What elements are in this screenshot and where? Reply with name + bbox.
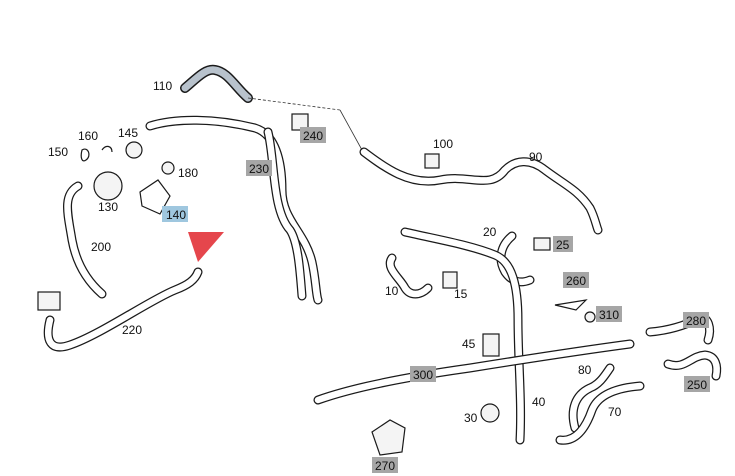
bracket-140[interactable] [139,179,171,215]
seal-ring-145[interactable] [125,141,143,159]
callout-box-250 [684,376,710,392]
label-80: 80 [578,363,592,377]
label-145: 145 [118,126,138,140]
cap-180[interactable] [161,161,175,175]
callout-box-300 [410,366,436,382]
clamp-150[interactable] [80,148,90,162]
callout-box-25 [553,236,573,252]
label-250: 250 [687,378,707,392]
label-110: 110 [153,79,172,93]
label-40: 40 [532,395,546,409]
label-70: 70 [608,405,622,419]
label-150: 150 [48,145,68,159]
callout-box-240 [300,127,326,143]
pipe-70-core [556,382,644,444]
callout-box-310 [596,306,622,322]
hose-90-core [360,148,602,234]
label-300: 300 [413,368,433,382]
clip-160[interactable] [101,145,113,153]
valve-220[interactable] [37,291,61,311]
label-100: 100 [433,137,453,151]
bracket-270[interactable] [371,419,406,456]
sensor-100[interactable] [424,153,440,169]
connector-25[interactable] [533,237,551,251]
label-140: 140 [166,208,186,222]
hose-220-core [44,268,202,351]
hose-group [43,64,722,445]
label-25: 25 [556,238,570,252]
components [37,97,596,456]
pump-30[interactable] [480,403,500,423]
callout-boxes [162,127,710,473]
label-280: 280 [686,314,706,328]
pump-130[interactable] [93,171,123,201]
hose-230-branch-core [264,128,306,300]
label-310: 310 [599,308,619,322]
hose-230-core [146,116,322,304]
callout-box-280 [683,312,709,328]
pipe-300-core [314,340,634,404]
hose-250-core [664,351,720,380]
callout-box-140 [162,206,188,222]
hose-110-core [181,66,252,102]
label-130: 130 [98,200,118,214]
hose-20-core [497,232,534,286]
label-180: 180 [178,166,198,180]
label-240: 240 [303,129,323,143]
label-230: 230 [249,162,269,176]
callout-box-260 [563,272,589,288]
part-labels: 110 160 145 150 180 130 140 200 220 240 … [48,79,707,473]
callout-box-270 [372,457,398,473]
label-270: 270 [375,459,395,473]
label-45: 45 [462,337,476,351]
label-20: 20 [483,225,497,239]
connector-15[interactable] [442,271,458,289]
highlight-marker [188,232,224,262]
pipe-80-core [569,364,614,432]
label-200: 200 [91,240,111,254]
hose-200-core [64,182,106,298]
label-220: 220 [122,323,142,337]
label-260: 260 [566,274,586,288]
bracket-260[interactable] [554,299,588,311]
pipe-40-core [401,228,524,444]
hose-10-core [387,254,432,298]
label-160: 160 [78,129,98,143]
bracket-45[interactable] [482,333,500,357]
washer-310[interactable] [584,311,596,323]
hose-90[interactable] [359,147,603,235]
label-30: 30 [464,411,478,425]
label-90: 90 [529,150,543,164]
label-10: 10 [385,284,399,298]
dashed-link [247,97,341,111]
callout-box-230 [246,160,272,176]
label-15: 15 [454,287,468,301]
dashed-link-2 [339,109,363,151]
